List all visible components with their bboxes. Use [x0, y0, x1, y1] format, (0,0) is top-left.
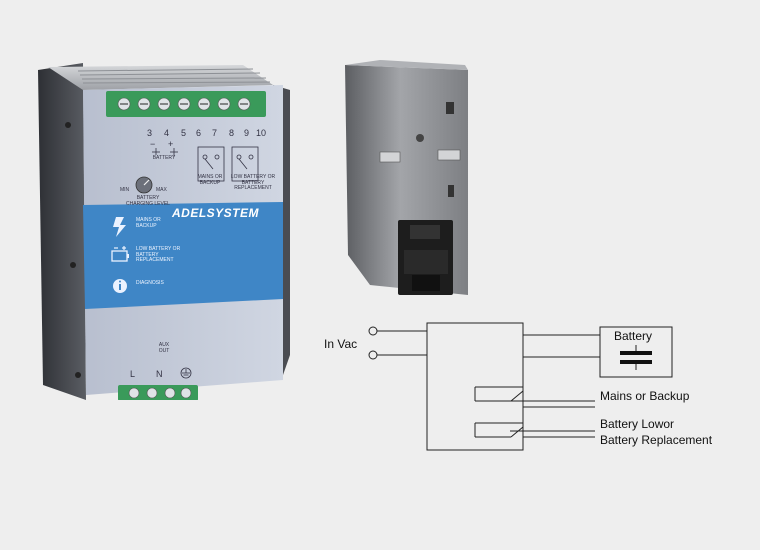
- polarity-plus: +: [168, 139, 174, 149]
- mains-led-icon: [113, 217, 126, 237]
- led-mains-label: MAINS OR BACKUP: [136, 217, 161, 229]
- terminal-number: 7: [212, 128, 218, 138]
- low-battery-relay-label: LOW BATTERY OR BATTERY REPLACEMENT: [230, 174, 276, 191]
- device-front-photo: ADELSYSTEM 3 4 5 6 7 8 9 10 − + BATTERY …: [38, 55, 293, 401]
- led-diagnosis-label: DIAGNOSIS: [136, 280, 164, 286]
- wiring-schematic: In Vac Battery Mains or Backup Battery L…: [315, 315, 755, 455]
- diagnosis-info-icon: [113, 279, 127, 293]
- terminal-number: 3: [147, 128, 153, 138]
- battery-replacement-label: Battery Replacement: [600, 433, 713, 447]
- mains-backup-label: Mains or Backup: [600, 389, 690, 403]
- battery-symbol-icon: [620, 345, 652, 370]
- in-vac-label: In Vac: [324, 337, 358, 351]
- battery-led-icon: [111, 246, 129, 262]
- battery-label: Battery: [614, 329, 653, 343]
- terminal-number: 6: [196, 128, 202, 138]
- device-side-photo: [340, 60, 470, 305]
- battery-low-label: Battery Lowor: [600, 417, 675, 431]
- charging-level-label: BATTERY CHARGING LEVEL: [126, 195, 170, 207]
- schematic-lines: [368, 322, 673, 451]
- battery-terminal-label: BATTERY: [152, 155, 176, 161]
- terminal-number: 5: [181, 128, 187, 138]
- knob-max-label: MAX: [156, 187, 167, 193]
- aux-out-label: AUX OUT: [158, 342, 170, 354]
- terminal-number: 9: [244, 128, 250, 138]
- terminal-number: 8: [229, 128, 235, 138]
- terminal-number: 4: [164, 128, 170, 138]
- led-low-battery-label: LOW BATTERY OR BATTERY REPLACEMENT: [136, 246, 181, 263]
- device-front-graphic: [38, 63, 290, 401]
- mains-relay-label: MAINS OR BACKUP: [197, 174, 223, 186]
- terminal-l-label: L: [130, 369, 136, 379]
- knob-min-label: MIN: [120, 187, 130, 193]
- polarity-minus: −: [150, 139, 156, 149]
- terminal-number: 10: [256, 128, 267, 138]
- earth-ground-icon: [180, 367, 192, 379]
- terminal-n-label: N: [156, 369, 163, 379]
- brand-logo-text: ADELSYSTEM: [172, 206, 260, 220]
- device-side-graphic: [345, 60, 468, 295]
- adjust-knob-icon[interactable]: [135, 176, 153, 194]
